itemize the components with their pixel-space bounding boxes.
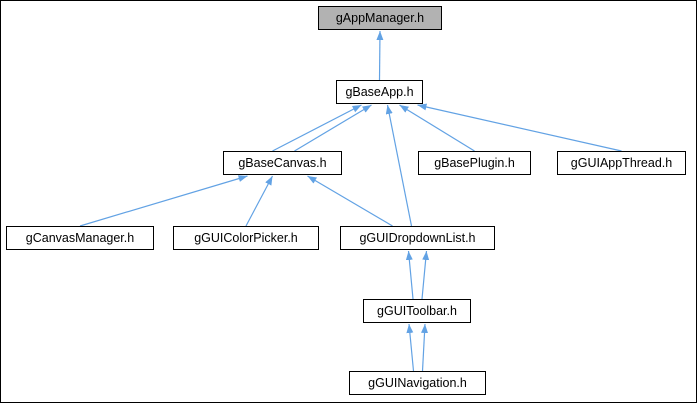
edge-gGUIDropdownList-to-gBaseCanvas [307, 175, 393, 227]
edge-gBaseApp-to-gAppManager [376, 30, 384, 81]
edge-gBaseCanvas-to-gBaseApp [294, 104, 372, 152]
graph-node-gBaseCanvas[interactable]: gBaseCanvas.h [223, 151, 342, 175]
edge-gCanvasManager-to-gBaseCanvas [79, 175, 248, 227]
graph-node-gGUINavigation[interactable]: gGUINavigation.h [349, 371, 486, 395]
graph-node-gGUIAppThread[interactable]: gGUIAppThread.h [557, 151, 686, 175]
edge-gGUINavigation-to-gGUIToolbar [421, 323, 429, 372]
edge-gGUIDropdownList-to-gBaseApp [385, 104, 413, 227]
graph-node-gBaseApp[interactable]: gBaseApp.h [336, 80, 423, 104]
edges-group [79, 30, 622, 372]
graph-node-gBasePlugin[interactable]: gBasePlugin.h [418, 151, 531, 175]
edge-gBasePlugin-to-gBaseApp [399, 104, 475, 152]
edge-gGUIToolbar-to-gGUIDropdownList [421, 250, 430, 300]
edge-gBaseCanvas-to-gBaseApp [272, 104, 362, 152]
graph-node-gGUIToolbar[interactable]: gGUIToolbar.h [363, 299, 471, 323]
edge-gGUIColorPicker-to-gBaseCanvas [245, 175, 274, 227]
edge-gGUIAppThread-to-gBaseApp [417, 103, 622, 152]
graph-node-gCanvasManager[interactable]: gCanvasManager.h [6, 226, 154, 250]
graph-node-gAppManager[interactable]: gAppManager.h [318, 6, 442, 30]
graph-node-gGUIColorPicker[interactable]: gGUIColorPicker.h [173, 226, 319, 250]
graph-node-gGUIDropdownList[interactable]: gGUIDropdownList.h [340, 226, 495, 250]
edge-gGUIToolbar-to-gGUIDropdownList [405, 250, 414, 300]
edge-gGUINavigation-to-gGUIToolbar [406, 323, 415, 372]
